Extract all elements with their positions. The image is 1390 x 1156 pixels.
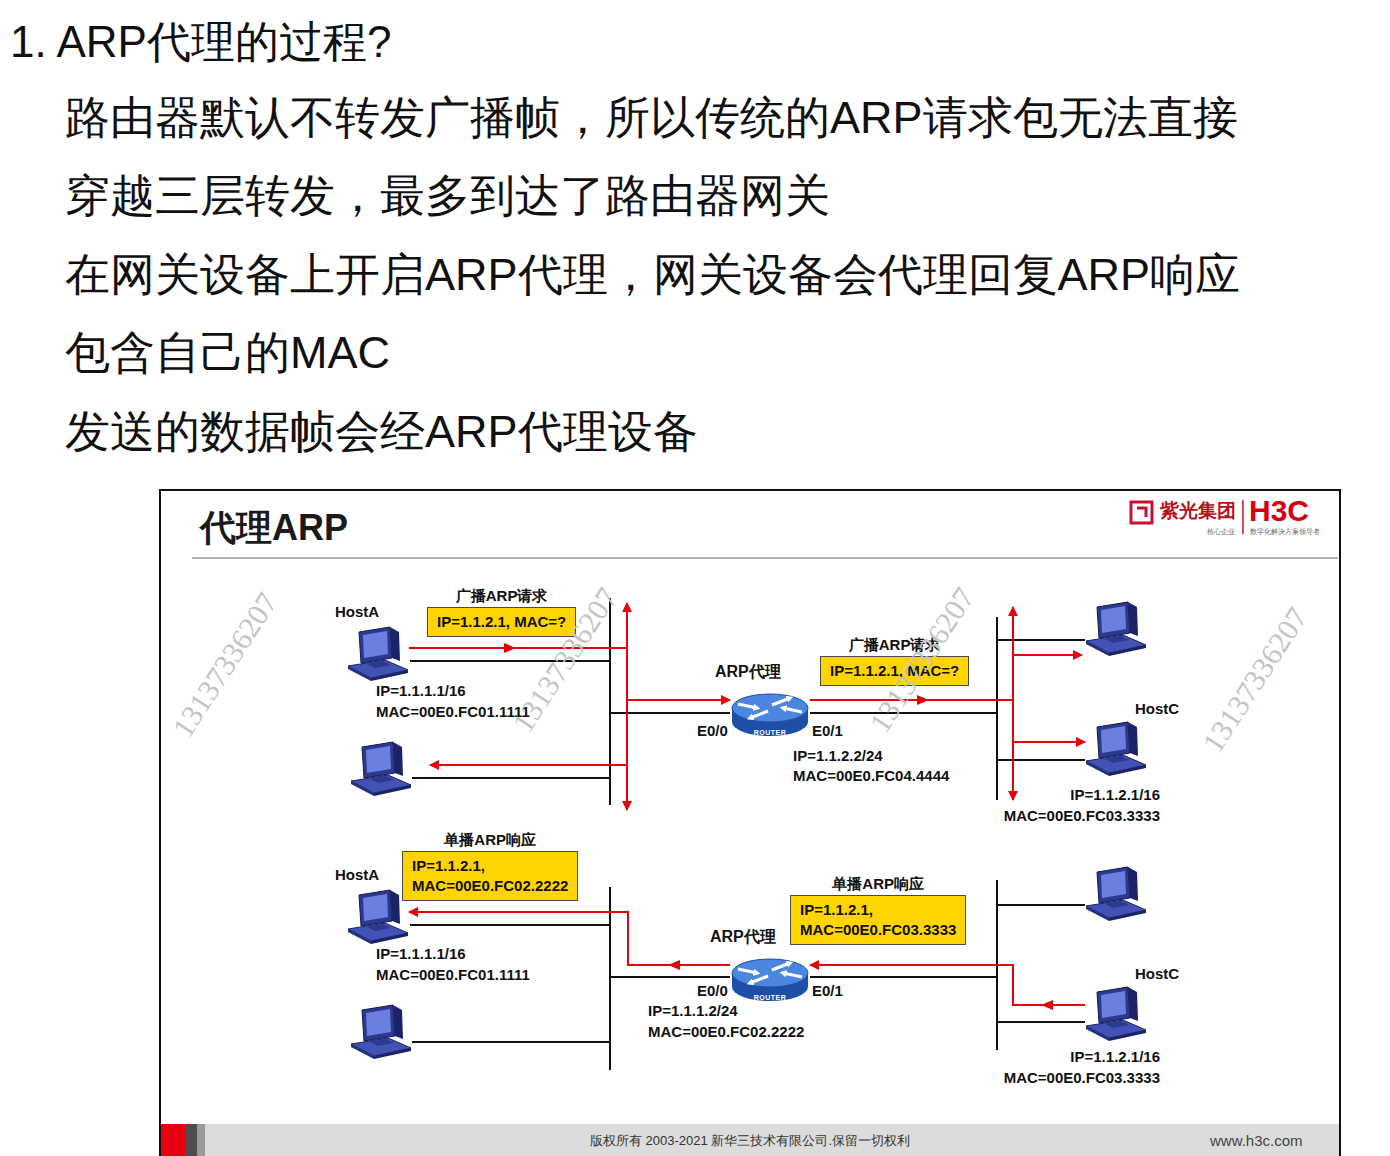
computer-icon: [1085, 720, 1147, 776]
port-label: E0/1: [812, 980, 843, 1001]
logo-mark: [1131, 502, 1152, 523]
slide-frame: [160, 490, 1340, 1156]
device-label: ARP代理: [710, 927, 776, 947]
message-box: 单播ARP响应IP=1.1.2.1, MAC=00E0.FC02.2222: [402, 851, 578, 901]
host-name: HostC: [1135, 698, 1179, 719]
router-node: ARP代理ROUTER: [730, 690, 810, 740]
host-node: HostC: [1085, 720, 1147, 776]
message-text: IP=1.1.2.1, MAC=?: [437, 612, 566, 632]
computer-icon: [347, 625, 409, 681]
message-heading: 单播ARP响应: [832, 875, 924, 893]
computer-icon: [1086, 602, 1146, 656]
wire: [997, 1021, 1085, 1023]
wire: [997, 639, 1085, 641]
router-node: ARP代理ROUTER: [730, 955, 810, 1005]
wire: [412, 777, 610, 779]
address-label: IP=1.1.2.1/16 MAC=00E0.FC03.3333: [1004, 1046, 1160, 1088]
body-text: 路由器默认不转发广播帧，所以传统的ARP请求包无法直接 穿越三层转发，最多到达了…: [65, 79, 1305, 235]
broadcast-arrow: [1013, 654, 1082, 656]
message-heading: 广播ARP请求: [456, 587, 548, 605]
port-label: E0/0: [697, 720, 728, 741]
copyright: 版权所有 2003-2021 新华三技术有限公司.保留一切权利: [590, 1132, 910, 1150]
broadcast-arrow: [430, 764, 627, 766]
watermark: 13137336207: [1197, 602, 1314, 758]
logo-mark: [1137, 508, 1146, 517]
lan-bus: [609, 598, 611, 805]
watermark: 13137336207: [507, 582, 624, 738]
title-rule: [192, 557, 1338, 559]
address-label: IP=1.1.1.1/16 MAC=00E0.FC01.1111: [376, 943, 530, 985]
body-text: 在网关设备上开启ARP代理，网关设备会代理回复ARP响应 包含自己的MAC: [65, 236, 1305, 392]
wire: [997, 904, 1085, 906]
icon-text: ROUTER: [730, 994, 810, 1002]
host-name: HostC: [1135, 963, 1179, 984]
wire: [412, 1041, 610, 1043]
message-text: IP=1.1.2.1, MAC=00E0.FC02.2222: [412, 856, 568, 896]
host-node: HostA: [347, 888, 409, 944]
computer-icon: [351, 1005, 411, 1059]
host-name: HostA: [335, 864, 379, 885]
lan-bus: [996, 617, 998, 800]
message-heading: 单播ARP响应: [444, 831, 536, 849]
page-heading: 1. ARP代理的过程?: [10, 3, 391, 81]
footer-bar: [161, 1124, 1339, 1156]
network-wires: [410, 598, 1085, 1070]
logo-tagline: 核心企业: [1207, 527, 1235, 536]
computer-icon: [351, 742, 411, 796]
port-label: E0/1: [812, 720, 843, 741]
arp-flow-arrow: [810, 700, 1085, 742]
footer-block: [197, 1124, 205, 1156]
logo-divider: [1242, 500, 1244, 534]
message-box: 广播ARP请求IP=1.1.2.1, MAC=?: [427, 607, 576, 637]
footer-block: [185, 1124, 197, 1156]
mid-arrowheads: [504, 643, 1053, 1010]
wire: [997, 759, 1085, 761]
icon-text: ROUTER: [730, 729, 810, 737]
body-text: 发送的数据帧会经ARP代理设备: [65, 393, 698, 471]
wire: [410, 924, 610, 926]
address-label: IP=1.1.1.2/24 MAC=00E0.FC02.2222: [648, 1000, 804, 1042]
connectors: [409, 648, 1085, 1005]
footer-bar: [161, 1124, 1339, 1156]
port-label: E0/0: [697, 980, 728, 1001]
computer-icon: [347, 888, 409, 944]
address-label: IP=1.1.2.2/24 MAC=00E0.FC04.4444: [793, 746, 949, 786]
host-icons: [351, 602, 1146, 1059]
host-name: HostA: [335, 601, 379, 622]
broadcast-arrow: [626, 603, 628, 810]
computer-icon: [1086, 722, 1146, 776]
computer-icon: [348, 890, 408, 944]
logo-text: 紫光集团: [1160, 500, 1236, 522]
arp-flow-arrow: [810, 965, 1085, 1005]
computer-icon: [1086, 867, 1146, 921]
wire: [610, 976, 730, 978]
footer-url: www.h3c.com: [1210, 1131, 1303, 1151]
computer-icon: [1085, 985, 1147, 1041]
footer-block: [161, 1124, 185, 1156]
computer-icon: [348, 627, 408, 681]
slide-title: 代理ARP: [200, 506, 348, 550]
address-label: IP=1.1.1.1/16 MAC=00E0.FC01.1111: [376, 680, 530, 722]
address-label: IP=1.1.2.1/16 MAC=00E0.FC03.3333: [1004, 784, 1160, 826]
message-box: 单播ARP响应IP=1.1.2.1, MAC=00E0.FC03.3333: [790, 895, 966, 945]
host-node: HostA: [347, 625, 409, 681]
logo-tagline: 数字化解决方案领导者: [1250, 527, 1320, 536]
device-label: ARP代理: [715, 662, 781, 682]
host-node: HostC: [1085, 985, 1147, 1041]
computer-icon: [1086, 987, 1146, 1041]
watermark: 13137336207: [167, 587, 284, 743]
logo-text: H3C: [1249, 496, 1309, 526]
message-text: IP=1.1.2.1, MAC=00E0.FC03.3333: [800, 900, 956, 940]
wire: [810, 976, 997, 978]
